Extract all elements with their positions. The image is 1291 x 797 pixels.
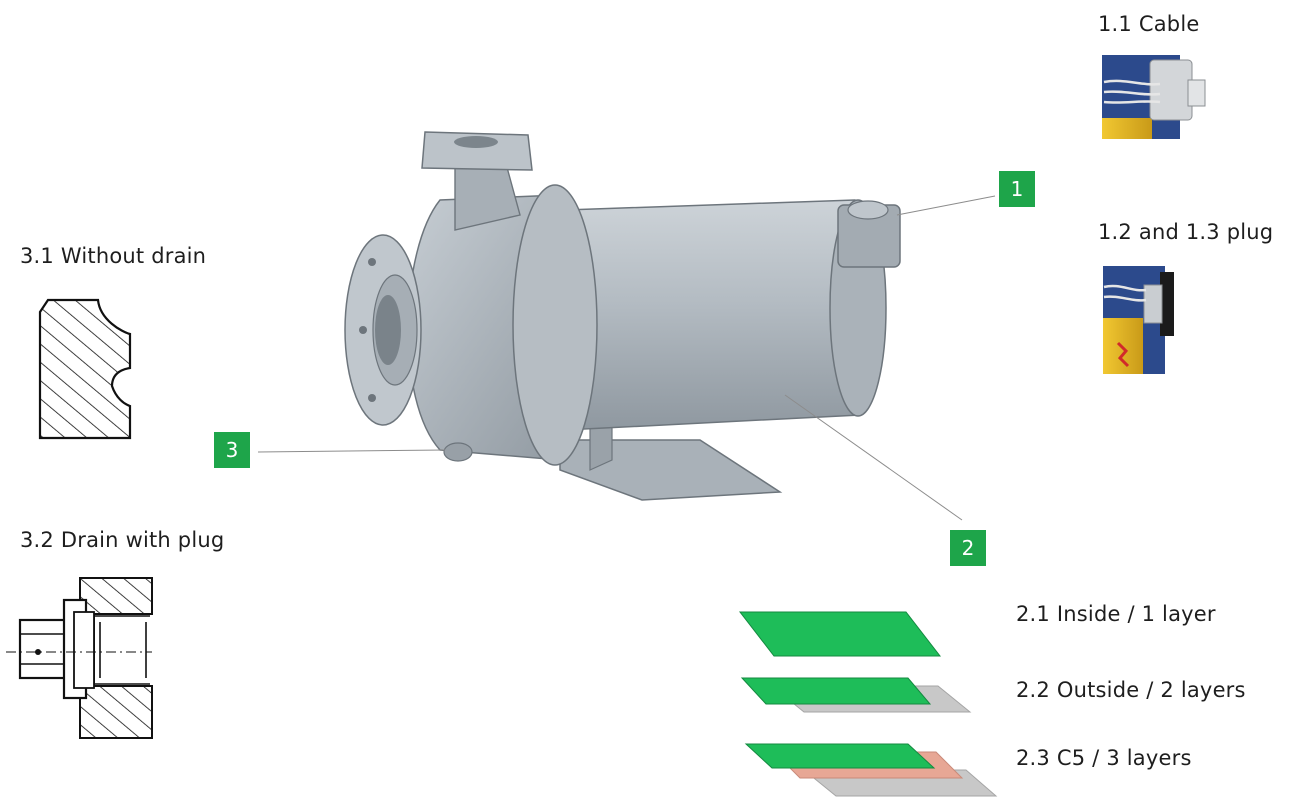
suction-opening — [375, 295, 401, 365]
cable-connection-image — [1102, 55, 1206, 139]
label-coat-c5: 2.3 C5 / 3 layers — [1016, 746, 1192, 770]
leader-line-2 — [784, 394, 963, 521]
coating-layer-2-icon — [740, 677, 972, 713]
label-drain-with-plug: 3.2 Drain with plug — [20, 528, 225, 552]
label-without-drain: 3.1 Without drain — [20, 244, 207, 268]
callout-badge-1: 1 — [999, 171, 1035, 207]
pump-illustration — [344, 131, 901, 501]
without-drain-section — [38, 298, 132, 440]
callout-badge-3: 3 — [214, 432, 250, 468]
plug-connection-image — [1103, 266, 1174, 374]
label-cable: 1.1 Cable — [1098, 12, 1200, 36]
label-plug: 1.2 and 1.3 plug — [1098, 220, 1274, 244]
drain-boss — [443, 442, 473, 462]
flange-bolt-hole — [359, 326, 367, 334]
pump-base-plate — [559, 439, 783, 501]
discharge-opening — [454, 136, 498, 148]
flange-bolt-hole — [368, 394, 376, 402]
drain-plug-section — [6, 577, 153, 739]
leader-line-1 — [896, 195, 996, 216]
label-coat-outside: 2.2 Outside / 2 layers — [1016, 678, 1246, 702]
leader-line-3 — [257, 449, 446, 453]
discharge-flange — [421, 131, 533, 171]
casing-flange-ring — [512, 184, 598, 466]
label-coat-inside: 2.1 Inside / 1 layer — [1016, 602, 1216, 626]
coating-layer-1-icon — [738, 611, 942, 657]
callout-badge-2: 2 — [950, 530, 986, 566]
terminal-box-gland — [847, 200, 889, 220]
flange-bolt-hole — [368, 258, 376, 266]
coating-layer-3-icon — [744, 743, 998, 797]
